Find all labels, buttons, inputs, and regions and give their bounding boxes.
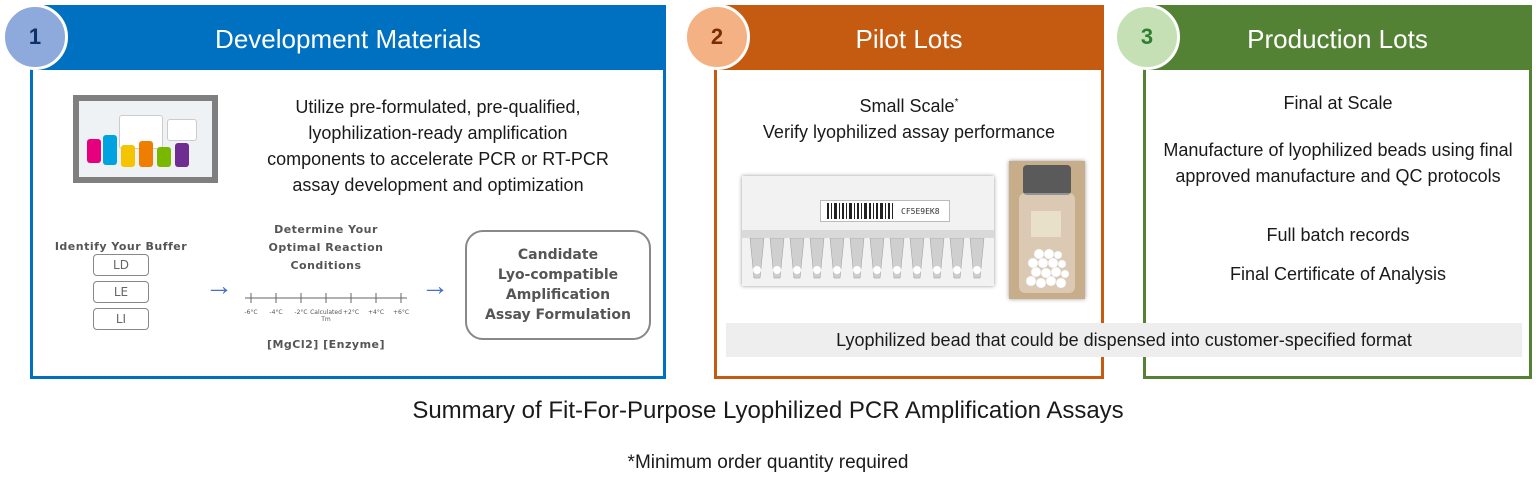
production-lots-panel: Production Lots Final at Scale Manufactu… <box>1143 5 1532 379</box>
panel-header: Development Materials <box>33 8 663 70</box>
bead-vial-photo <box>1009 161 1085 299</box>
candidate-formulation-box: Candidate Lyo-compatible Amplification A… <box>465 230 651 340</box>
step-number: 2 <box>710 24 724 49</box>
lyo-beads <box>1025 248 1070 289</box>
buffer-option: LI <box>93 308 149 330</box>
conditions-title-line: Conditions <box>290 259 362 272</box>
axis-sub-label: Tm <box>320 316 331 323</box>
footnote-mark: * <box>954 97 959 108</box>
pilot-line: Verify lyophilized assay performance <box>762 122 1056 142</box>
plate-label: CF5E9EK8 <box>901 206 940 216</box>
production-item: Final at Scale <box>1283 93 1393 113</box>
axis-caption: [MgCl2] [Enzyme] <box>251 338 401 351</box>
conditions-title-line: Determine Your <box>274 223 378 236</box>
description-line: components to accelerate PCR or RT-PCR <box>267 149 609 169</box>
lyophilized-bead-banner: Lyophilized bead that could be dispensed… <box>726 323 1522 357</box>
step-3-badge: 3 <box>1114 4 1180 70</box>
panel-title: Development Materials <box>215 23 481 54</box>
panel-header: Pilot Lots <box>717 8 1101 70</box>
summary-caption: Summary of Fit-For-Purpose Lyophilized P… <box>0 397 1536 425</box>
description-line: assay development and optimization <box>292 175 584 195</box>
production-item: Full batch records <box>1266 225 1410 245</box>
barcode-icon <box>827 203 893 219</box>
production-item: Final Certificate of Analysis <box>1229 264 1447 284</box>
right-arrow-icon: → <box>421 270 449 301</box>
description-line: Utilize pre-formulated, pre-qualified, <box>295 97 581 117</box>
panel-header: Production Lots <box>1146 8 1529 70</box>
step-number: 1 <box>28 24 42 49</box>
pilot-line: Small Scale <box>859 96 955 116</box>
footnote: *Minimum order quantity required <box>0 452 1536 474</box>
development-materials-panel: Development Materials Utilize pre-formul… <box>30 5 666 379</box>
axis-tick-label: -6°C <box>244 309 257 316</box>
conditions-title: Determine Your Optimal Reaction Conditio… <box>251 221 401 275</box>
axis-tick-label: -4°C <box>269 309 282 316</box>
candidate-line: Amplification <box>505 287 611 303</box>
axis-tick-label: +2°C <box>343 309 359 316</box>
panel-title: Pilot Lots <box>855 23 963 54</box>
axis-caption-text: [MgCl2] [Enzyme] <box>266 338 386 351</box>
candidate-line: Lyo-compatible <box>497 267 619 283</box>
axis-tick-label: -2°C <box>294 309 307 316</box>
reagent-kit-photo <box>73 95 218 183</box>
plate-wells <box>749 238 985 279</box>
description-line: lyophilization-ready amplification <box>308 123 568 143</box>
axis-tick-label: +4°C <box>368 309 384 316</box>
step-1-badge: 1 <box>2 4 68 70</box>
summary-text: Summary of Fit-For-Purpose Lyophilized P… <box>412 397 1124 424</box>
buffer-title: Identify Your Buffer <box>54 240 188 253</box>
buffer-option: LD <box>93 254 149 276</box>
development-description: Utilize pre-formulated, pre-qualified, l… <box>238 94 638 198</box>
banner-text: Lyophilized bead that could be dispensed… <box>836 329 1412 350</box>
step-number: 3 <box>1140 24 1154 49</box>
axis-tick-label: Calculated <box>310 309 342 316</box>
candidate-line: Assay Formulation <box>485 307 631 323</box>
right-arrow-icon: → <box>205 270 233 301</box>
pcr-plate-photo: CF5E9EK8 <box>742 176 994 286</box>
conditions-title-line: Optimal Reaction <box>268 241 384 254</box>
step-2-badge: 2 <box>684 4 750 70</box>
buffer-option: LE <box>93 281 149 303</box>
axis-tick-label: +6°C <box>393 309 409 316</box>
pilot-lots-panel: Pilot Lots Small Scale* Verify lyophiliz… <box>714 5 1522 379</box>
production-item: Manufacture of lyophilized beads using f… <box>1163 140 1513 186</box>
footnote-text: *Minimum order quantity required <box>627 452 909 473</box>
candidate-line: Candidate <box>517 247 599 263</box>
pilot-description: Small Scale* Verify lyophilized assay pe… <box>717 90 1101 145</box>
panel-title: Production Lots <box>1247 23 1428 54</box>
